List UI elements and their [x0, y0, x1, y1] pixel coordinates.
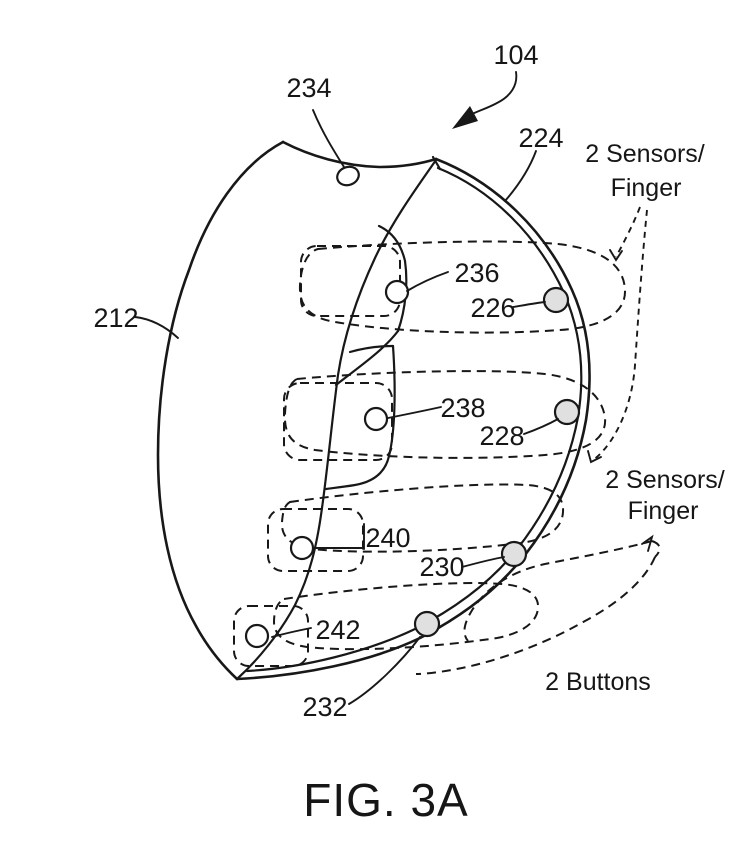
leader-228: [523, 418, 559, 435]
leader-224: [504, 150, 537, 202]
middle-pad-top-edge: [348, 344, 395, 354]
thumb-region-right-cap: [651, 540, 661, 558]
rim-end-cap: [431, 155, 442, 171]
label-228: 228: [479, 421, 524, 451]
thumb-region-bottom-edge: [415, 556, 656, 675]
leader-104: [469, 71, 518, 116]
fingertip-box-4: [233, 605, 309, 667]
leader-104-arrowhead: [452, 106, 478, 129]
annotation-sensors-lower-line2: Finger: [628, 497, 699, 525]
outer-shell-top-edge: [281, 140, 438, 169]
sensor-232: [413, 610, 441, 638]
upper-sensors-leader-b: [591, 209, 648, 462]
lower-sensors-leader-arrowhead: [641, 534, 654, 552]
label-212: 212: [93, 303, 138, 333]
pad-diagonal-edge: [334, 329, 400, 387]
upper-pad-edge: [377, 224, 408, 333]
leader-238: [387, 406, 442, 419]
fingertip-box-3: [267, 508, 364, 572]
sensors: [244, 165, 581, 649]
leader-226: [512, 301, 546, 308]
sensor-238: [363, 406, 389, 432]
sensor-236: [384, 279, 410, 305]
label-238: 238: [440, 393, 485, 423]
upper-sensors-leader-a: [615, 206, 641, 258]
leader-212: [134, 316, 179, 339]
fingertip-box-2: [283, 382, 393, 461]
label-234: 234: [286, 73, 331, 103]
label-240: 240: [365, 523, 410, 553]
sensor-226: [542, 286, 570, 314]
label-236: 236: [454, 258, 499, 288]
middle-pad-right-edge: [324, 344, 396, 491]
label-226: 226: [470, 293, 515, 323]
controller-body: [156, 140, 591, 681]
label-242: 242: [315, 615, 360, 645]
thumb-region-top-edge: [463, 540, 653, 642]
label-232: 232: [302, 692, 347, 722]
sensor-240: [289, 535, 315, 561]
fingertip-box-1: [300, 245, 401, 317]
finger-outline-4: [272, 582, 540, 651]
outer-shell-left-edge: [156, 140, 285, 681]
leader-240: [312, 523, 365, 550]
rim-inner-arc: [245, 166, 583, 673]
sensor-234: [336, 165, 360, 187]
leader-230: [461, 556, 505, 568]
labels: 104 234 224 212 236 226 238 228 240 230 …: [93, 40, 724, 826]
upper-sensors-leader-a-arrowhead: [609, 249, 623, 262]
label-104: 104: [493, 40, 538, 70]
leader-232: [348, 636, 421, 705]
annotation-sensors-upper-line1: 2 Sensors/: [585, 140, 705, 168]
sensor-230: [500, 540, 528, 568]
upper-sensors-leader-b-arrowhead: [587, 450, 602, 464]
label-224: 224: [518, 123, 563, 153]
annotation-sensors-lower-line1: 2 Sensors/: [605, 466, 725, 494]
figure-caption: FIG. 3A: [303, 774, 468, 826]
annotation-sensors-upper-line2: Finger: [611, 174, 682, 202]
label-230: 230: [419, 552, 464, 582]
label-leaders: [134, 71, 559, 705]
sensor-242: [244, 623, 270, 649]
leader-236: [406, 271, 449, 292]
grip-face-silhouette: [235, 158, 438, 681]
leader-234: [312, 109, 345, 168]
annotation-buttons: 2 Buttons: [545, 668, 651, 696]
leader-242: [271, 627, 312, 638]
annotation-leaders: [587, 206, 654, 552]
sensor-228: [553, 398, 581, 426]
finger-outline-2: [283, 370, 607, 459]
